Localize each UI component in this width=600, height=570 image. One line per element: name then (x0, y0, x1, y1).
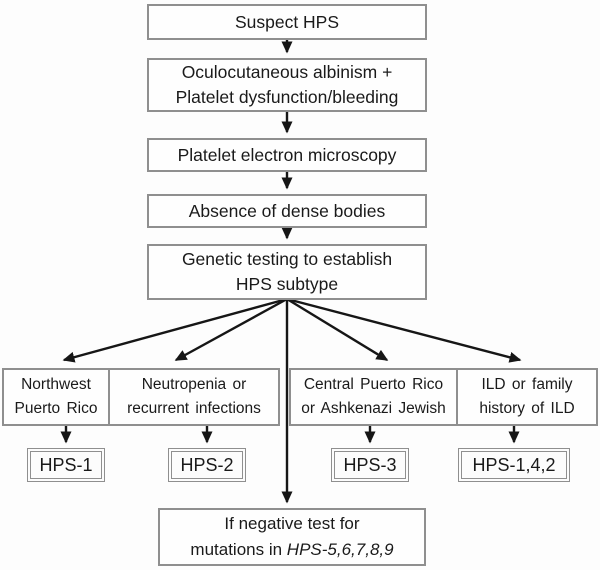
arrow-fan-branch2 (174, 297, 288, 362)
branch-neutropenia-line2: recurrent infections (127, 400, 261, 417)
branch-northwest-puerto-rico: Northwest Puerto Rico (2, 368, 110, 426)
branch-ild-family-history: ILD or family history of ILD (456, 368, 598, 426)
node-negative-test-gene-list: HPS-5,6,7,8,9 (286, 540, 394, 559)
node-negative-test-line2: mutations in HPS-5,6,7,8,9 (190, 537, 393, 563)
branch-central-pr-line2: or Ashkenazi Jewish (301, 400, 446, 417)
node-albinism-platelet: Oculocutaneous albinism + Platelet dysfu… (147, 58, 427, 112)
branch-neutropenia-line1: Neutropenia or (141, 376, 247, 393)
result-hps-1: HPS-1 (27, 448, 105, 482)
arrow-fan-branch3 (286, 297, 389, 362)
branch-northwest-line2: Puerto Rico (14, 400, 98, 417)
node-negative-test-line1: If negative test for (224, 514, 360, 533)
result-hps-1-4-2: HPS-1,4,2 (458, 448, 570, 482)
node-suspect-hps: Suspect HPS (147, 4, 427, 40)
result-hps-2: HPS-2 (168, 448, 246, 482)
node-negative-test: If negative test for mutations in HPS-5,… (158, 508, 426, 566)
arrow-fan-branch1 (62, 297, 288, 363)
node-genetic-testing: Genetic testing to establish HPS subtype (147, 244, 427, 300)
node-absence-dense-bodies-label: Absence of dense bodies (188, 200, 386, 221)
node-genetic-testing-line2: HPS subtype (235, 274, 339, 294)
node-absence-dense-bodies: Absence of dense bodies (147, 194, 427, 228)
branch-neutropenia-infections: Neutropenia or recurrent infections (108, 368, 280, 426)
result-hps-1-label: HPS-1 (39, 454, 93, 475)
node-platelet-microscopy-label: Platelet electron microscopy (177, 144, 397, 165)
result-hps-3-label: HPS-3 (343, 454, 397, 475)
branch-central-pr-ashkenazi: Central Puerto Rico or Ashkenazi Jewish (289, 368, 458, 426)
node-genetic-testing-line1: Genetic testing to establish (181, 249, 393, 269)
node-platelet-microscopy: Platelet electron microscopy (147, 138, 427, 172)
arrow-fan-branch4 (286, 297, 522, 363)
branch-northwest-line1: Northwest (21, 376, 91, 393)
branch-ild-line1: ILD or family (481, 376, 573, 393)
result-hps-3: HPS-3 (331, 448, 409, 482)
branch-ild-line2: history of ILD (479, 400, 575, 417)
result-hps-2-label: HPS-2 (180, 454, 234, 475)
node-suspect-hps-label: Suspect HPS (234, 11, 340, 32)
node-albinism-line1: Oculocutaneous albinism + (181, 62, 393, 82)
result-hps-1-4-2-label: HPS-1,4,2 (472, 454, 556, 475)
branch-central-pr-line1: Central Puerto Rico (303, 376, 444, 393)
node-negative-test-line2-prefix: mutations in (190, 540, 287, 559)
node-albinism-line2: Platelet dysfunction/bleeding (175, 87, 399, 107)
